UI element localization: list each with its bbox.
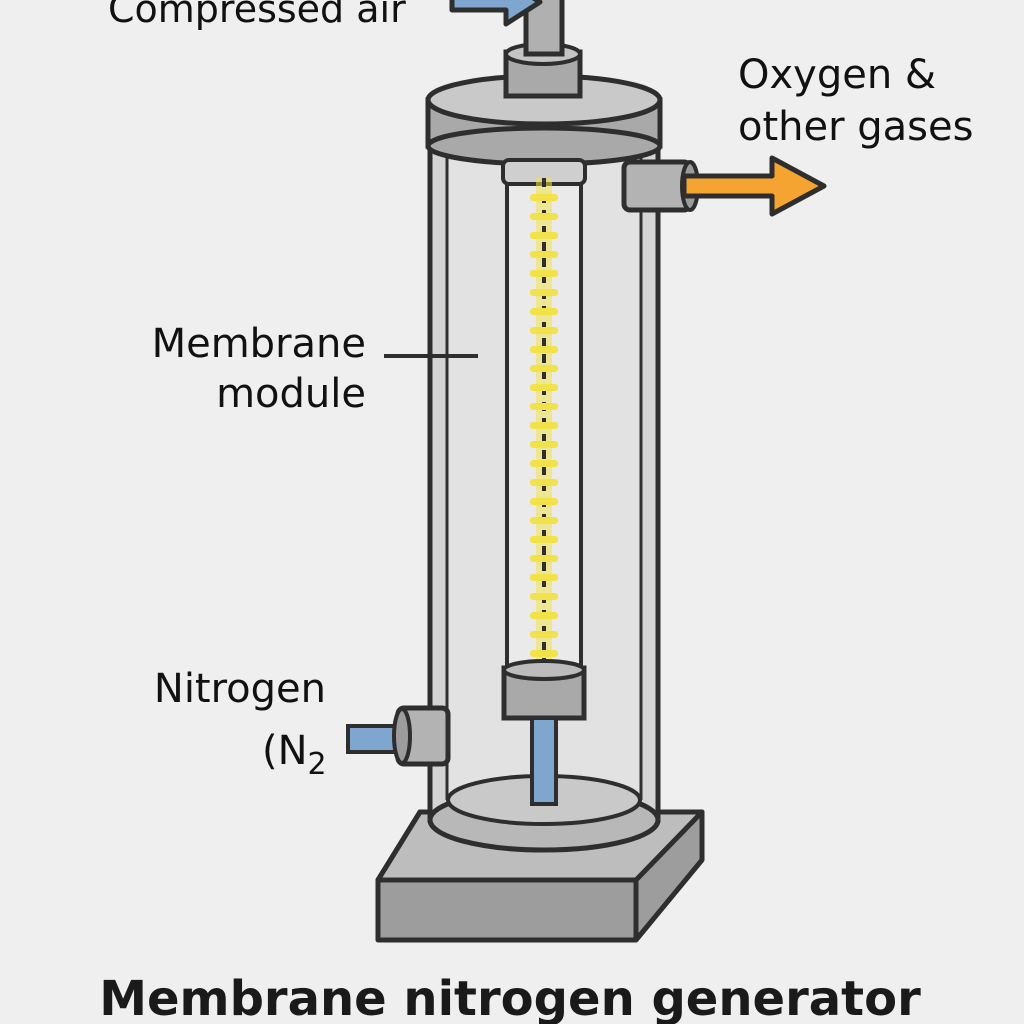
membrane-fiber-marks <box>530 194 558 657</box>
membrane-fiber-mark <box>530 555 558 562</box>
membrane-fiber-mark <box>530 517 558 524</box>
nitrogen-formula: (N <box>262 728 308 774</box>
outlet-label-line2: other gases <box>738 104 973 150</box>
membrane-fiber-mark <box>530 194 558 201</box>
membrane-fiber-mark <box>530 346 558 353</box>
membrane-fiber-mark <box>530 384 558 391</box>
nitrogen-label-line2: (N2 <box>262 728 327 782</box>
membrane-fiber-mark <box>530 327 558 334</box>
oxygen-outlet <box>621 155 827 217</box>
oxygen-arrow <box>681 155 827 217</box>
membrane-fiber-mark <box>530 650 558 657</box>
membrane-fiber-mark <box>530 479 558 486</box>
membrane-module <box>501 158 587 806</box>
membrane-fiber-mark <box>530 574 558 581</box>
membrane-fiber-mark <box>530 536 558 543</box>
membrane-fiber-mark <box>530 460 558 467</box>
diagram-title: Membrane nitrogen generator <box>99 971 921 1024</box>
membrane-fiber-mark <box>530 232 558 239</box>
membrane-fiber-mark <box>530 289 558 296</box>
membrane-fiber-mark <box>530 422 558 429</box>
inlet-pipe <box>449 0 565 57</box>
membrane-fiber-mark <box>530 498 558 505</box>
membrane-fiber-mark <box>530 631 558 638</box>
inlet-label: Compressed air <box>108 0 406 31</box>
membrane-fiber-mark <box>530 270 558 277</box>
membrane-fiber-mark <box>530 251 558 258</box>
module-label-line2: module <box>216 371 366 417</box>
membrane-fiber-mark <box>530 612 558 619</box>
membrane-fiber-mark <box>530 365 558 372</box>
top-cap <box>425 42 663 167</box>
membrane-fiber-mark <box>530 308 558 315</box>
membrane-fiber-mark <box>530 213 558 220</box>
nitrogen-outlet <box>346 705 451 767</box>
membrane-fiber-mark <box>530 593 558 600</box>
module-label-line1: Membrane <box>152 321 366 367</box>
outlet-label-line1: Oxygen & <box>738 52 936 98</box>
membrane-fiber-mark <box>530 403 558 410</box>
nitrogen-label-line1: Nitrogen <box>154 666 326 712</box>
membrane-fiber-mark <box>530 441 558 448</box>
nitrogen-subscript: 2 <box>308 747 327 782</box>
